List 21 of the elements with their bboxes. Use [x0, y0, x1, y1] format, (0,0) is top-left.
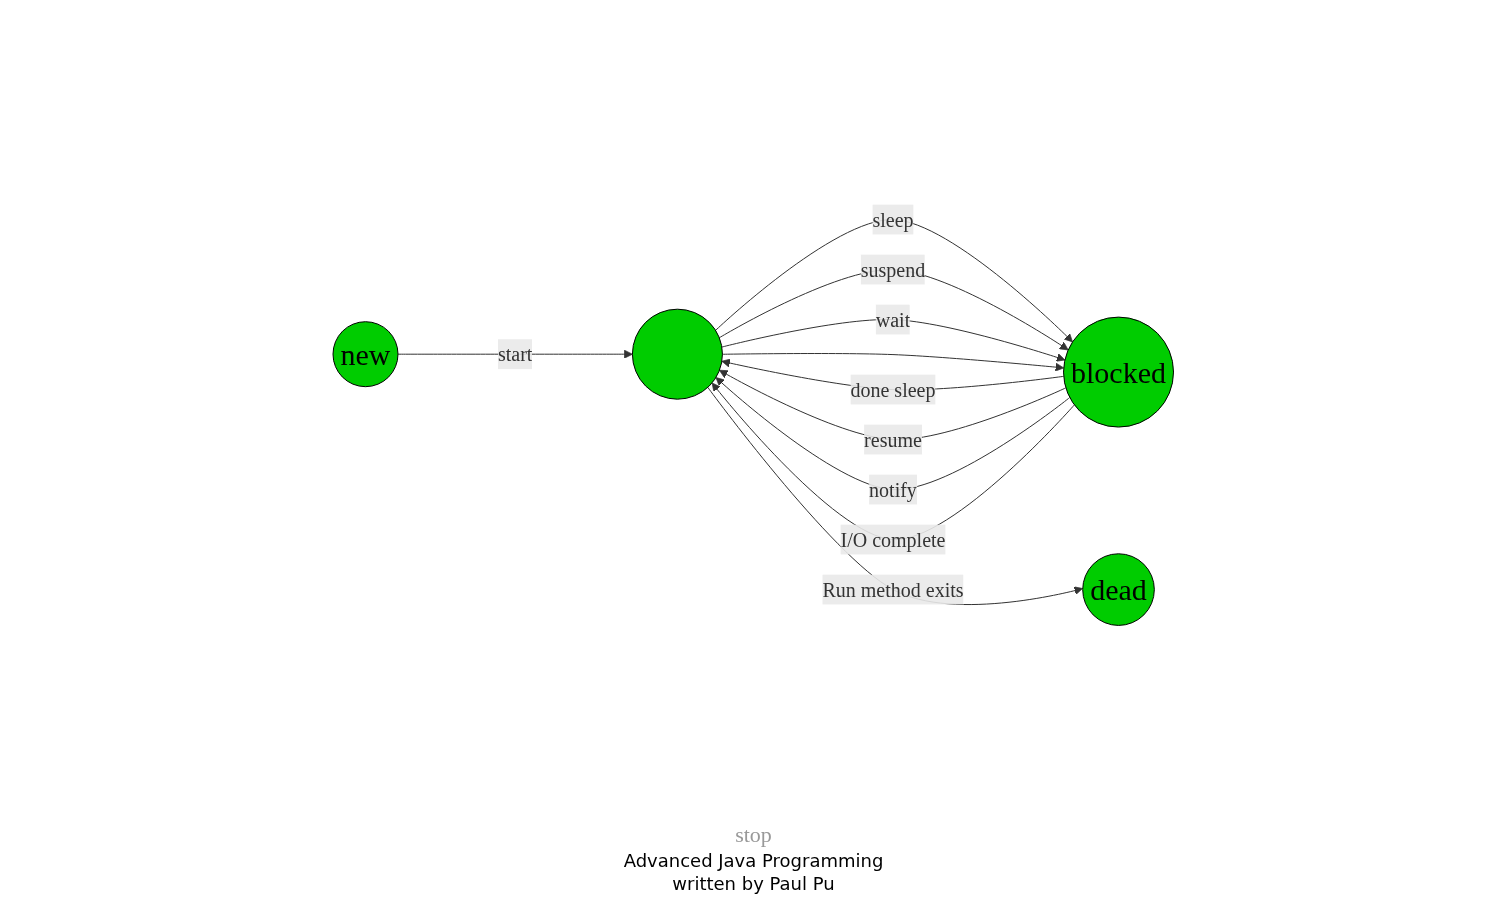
- edge-label: done sleep: [850, 378, 936, 401]
- arrow: [719, 369, 1067, 441]
- footer-text: written by Paul Pu: [672, 873, 835, 894]
- edge-label: resume: [864, 428, 923, 451]
- node-circle: [632, 308, 724, 400]
- edge-label: suspend: [861, 258, 926, 281]
- arrow: [715, 219, 1074, 343]
- node-circle: blocked: [1063, 316, 1175, 428]
- arrow: [707, 386, 1084, 606]
- footer-text: Advanced Java Programming: [623, 850, 884, 871]
- arrow: [722, 353, 1065, 372]
- edge-label: sleep: [872, 208, 914, 231]
- node-circle: new: [332, 321, 399, 388]
- edge-label: notify: [869, 478, 918, 501]
- node-circle: dead: [1082, 553, 1156, 626]
- note-text: stop: [735, 822, 772, 848]
- edge-label: I/O complete: [840, 528, 946, 551]
- arrow: [721, 319, 1066, 362]
- edge-label: wait: [876, 308, 911, 331]
- edge-label: Run method exits: [822, 578, 964, 601]
- edge-label: start: [498, 343, 533, 366]
